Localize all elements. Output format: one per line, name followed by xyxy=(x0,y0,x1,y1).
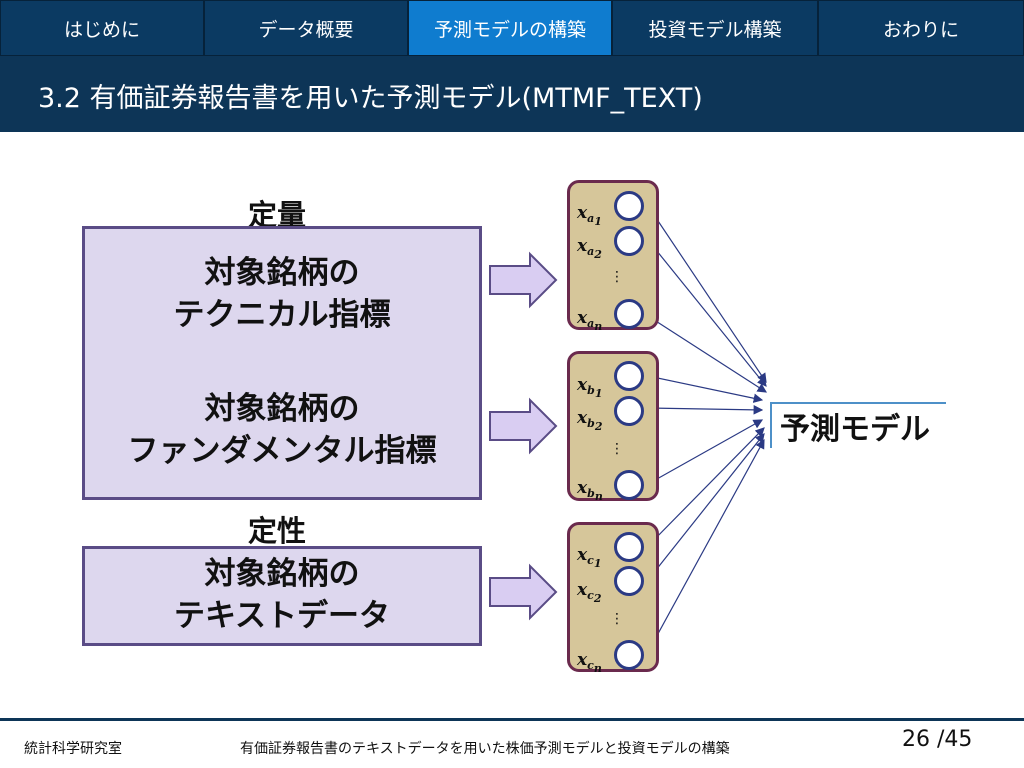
var-cn: xcn xyxy=(577,650,602,676)
node-b2 xyxy=(614,396,644,426)
node-an xyxy=(614,299,644,329)
prediction-model-label: 予測モデル xyxy=(780,412,930,447)
technical-line1: 対象銘柄の xyxy=(204,255,360,292)
nav-bar: はじめに データ概要 予測モデルの構築 投資モデル構築 おわりに xyxy=(0,0,1024,58)
block-arrow-technical xyxy=(489,251,558,309)
network-edges xyxy=(647,205,768,653)
var-c2: xc2 xyxy=(577,580,602,606)
tab-data-overview-label: データ概要 xyxy=(258,18,354,41)
tab-prediction-model-label: 予測モデルの構築 xyxy=(433,18,586,41)
var-a1: xa1 xyxy=(577,203,602,229)
var-b1: xb1 xyxy=(577,375,603,401)
node-a2 xyxy=(614,226,644,256)
block-arrow-fundamental xyxy=(489,397,558,455)
node-c1 xyxy=(614,532,644,562)
tab-intro-label: はじめに xyxy=(63,18,140,41)
ellipsis-b: ⋮ xyxy=(610,441,624,457)
node-cn xyxy=(614,640,644,670)
slide-title: 3.2 有価証券報告書を用いた予測モデル(MTMF_TEXT) xyxy=(0,58,1024,132)
tab-investment-model-label: 投資モデル構築 xyxy=(648,18,782,41)
page-current: 26 xyxy=(902,727,930,752)
footer-divider xyxy=(0,718,1024,721)
technical-line2: テクニカル指標 xyxy=(173,297,391,334)
footer-lab: 統計科学研究室 xyxy=(24,741,122,757)
var-c1: xc1 xyxy=(577,545,602,571)
var-bn: xbn xyxy=(577,478,603,504)
var-a2: xa2 xyxy=(577,236,602,262)
quantitative-indicators-box: 対象銘柄の テクニカル指標 対象銘柄の ファンダメンタル指標 xyxy=(82,226,482,500)
ellipsis-a: ⋮ xyxy=(610,269,624,285)
slide-title-text: 3.2 有価証券報告書を用いた予測モデル(MTMF_TEXT) xyxy=(38,82,703,114)
text-line1: 対象銘柄の xyxy=(204,556,360,593)
node-a1 xyxy=(614,191,644,221)
var-b2: xb2 xyxy=(577,408,603,434)
node-b1 xyxy=(614,361,644,391)
fundamental-line1: 対象銘柄の xyxy=(204,391,360,427)
tab-conclusion[interactable]: おわりに xyxy=(818,0,1024,56)
node-bn xyxy=(614,470,644,500)
prediction-model-box xyxy=(770,402,946,448)
footer-talk-title: 有価証券報告書のテキストデータを用いた株価予測モデルと投資モデルの構築 xyxy=(240,741,730,757)
page-number: 26 /45 xyxy=(902,727,972,752)
ellipsis-c: ⋮ xyxy=(610,611,624,627)
text-data-box: 対象銘柄の テキストデータ xyxy=(82,546,482,646)
page-total: /45 xyxy=(937,727,973,752)
var-an: xan xyxy=(577,308,603,334)
tab-investment-model[interactable]: 投資モデル構築 xyxy=(612,0,818,56)
fundamental-line2: ファンダメンタル指標 xyxy=(127,432,437,469)
qualitative-label: 定性 xyxy=(248,514,307,548)
node-c2 xyxy=(614,566,644,596)
tab-prediction-model[interactable]: 予測モデルの構築 xyxy=(408,0,612,56)
text-line2: テキストデータ xyxy=(173,598,391,634)
tab-conclusion-label: おわりに xyxy=(882,18,959,41)
block-arrow-text xyxy=(489,563,558,621)
tab-data-overview[interactable]: データ概要 xyxy=(204,0,408,56)
tab-intro[interactable]: はじめに xyxy=(0,0,204,56)
